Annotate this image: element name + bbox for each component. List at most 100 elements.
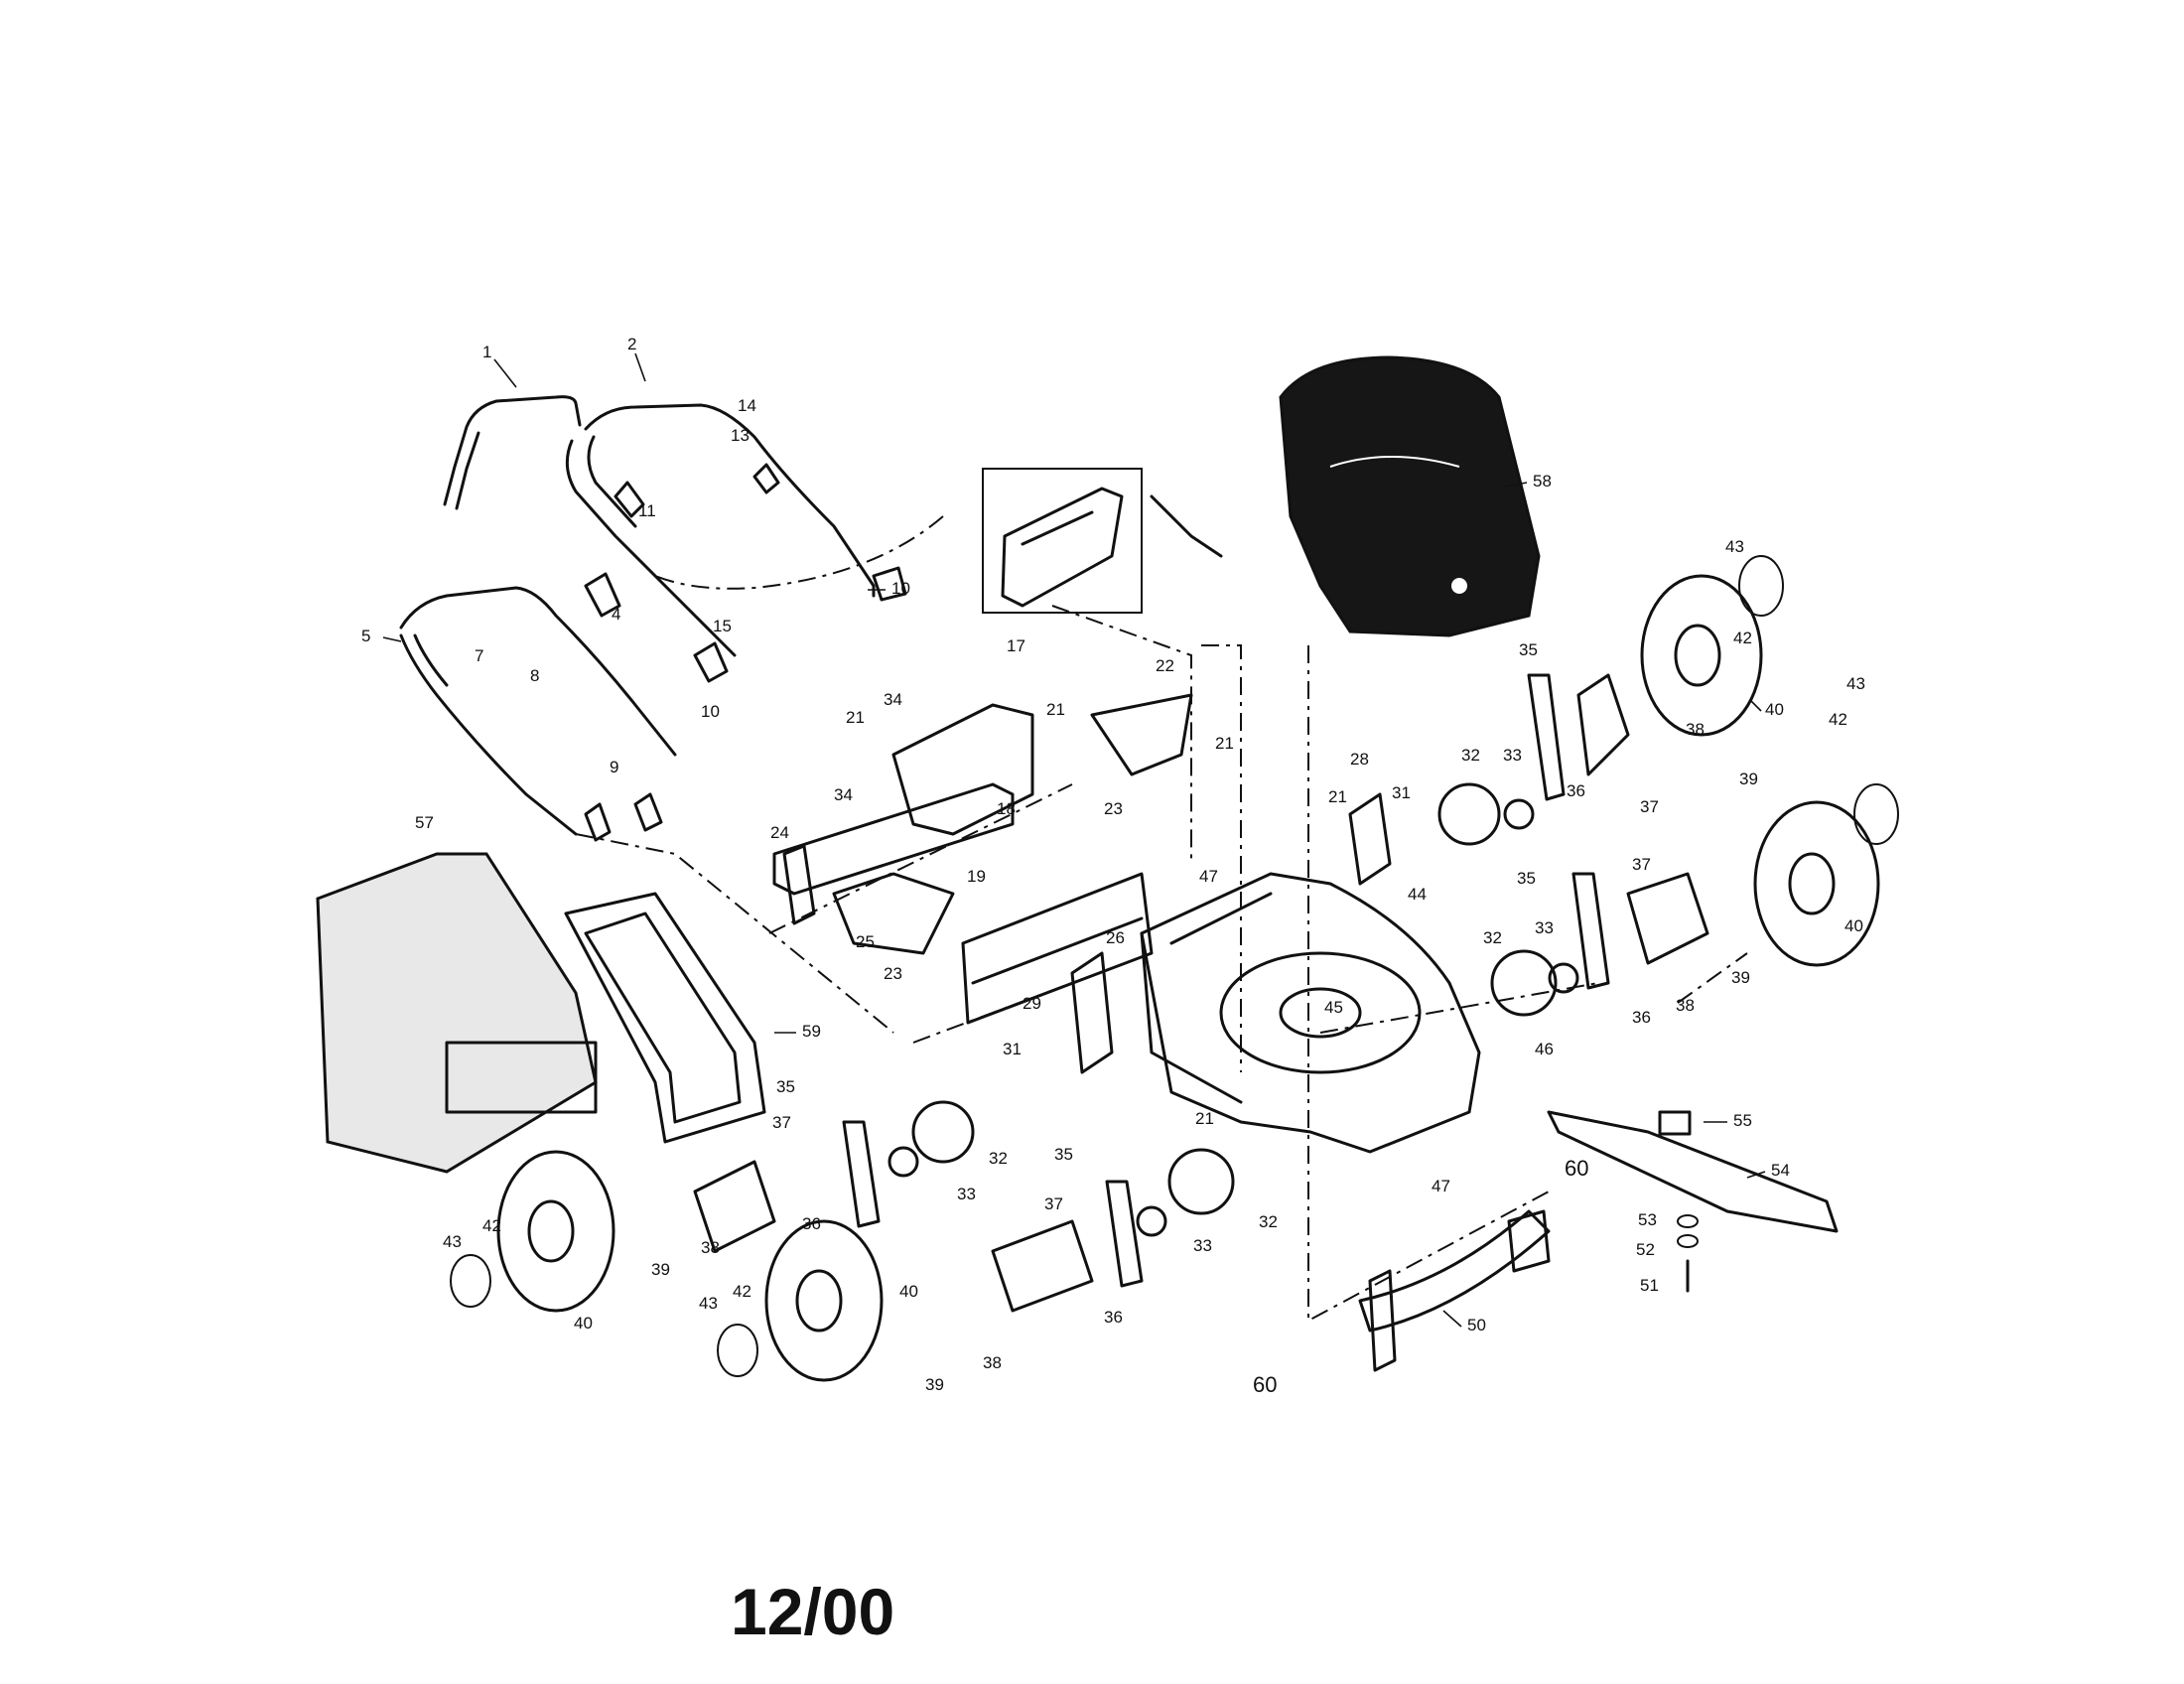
callout-26: 26 [1106, 928, 1125, 947]
callout-7: 7 [475, 646, 483, 665]
chute-and-frame-parts [772, 693, 1193, 1025]
callout-40d: 40 [899, 1282, 918, 1301]
callout-43d: 43 [699, 1294, 718, 1313]
part-lower-handle [399, 586, 677, 836]
callout-51: 51 [1640, 1276, 1659, 1295]
callout-40c: 40 [574, 1314, 593, 1333]
callout-28: 28 [1350, 750, 1369, 769]
callout-39c: 39 [651, 1260, 670, 1279]
callout-40b: 40 [1844, 916, 1863, 935]
callout-31b: 31 [1003, 1040, 1022, 1058]
callout-52: 52 [1636, 1240, 1655, 1259]
callout-37c: 37 [772, 1113, 791, 1132]
callout-10a: 10 [891, 579, 910, 598]
callout-21b: 21 [1046, 700, 1065, 719]
callout-53: 53 [1638, 1210, 1657, 1229]
part-58-engine [1279, 355, 1541, 637]
callout-38c: 38 [701, 1238, 720, 1257]
part-50-baffle [1358, 1209, 1551, 1372]
gears [887, 782, 1579, 1237]
callout-58: 58 [1533, 472, 1552, 491]
callout-38a: 38 [1686, 720, 1705, 739]
part-1-control-bar [443, 395, 582, 510]
callout-23a: 23 [1104, 799, 1123, 818]
mower-deck [1140, 872, 1481, 1154]
callout-33d: 33 [1193, 1236, 1212, 1255]
callout-5: 5 [361, 627, 370, 645]
blade-assembly [1547, 1110, 1839, 1293]
callout-19: 19 [967, 867, 986, 886]
callout-39b: 39 [1731, 968, 1750, 987]
callout-35c: 35 [776, 1077, 795, 1096]
callout-37a: 37 [1640, 797, 1659, 816]
callout-34a: 34 [884, 690, 902, 709]
callout-22: 22 [1156, 656, 1174, 675]
callout-11: 11 [638, 501, 656, 520]
callout-21c: 21 [1215, 734, 1234, 753]
callout-42b: 42 [1829, 710, 1847, 729]
assembly-lines [575, 515, 1748, 1323]
callout-50: 50 [1467, 1316, 1486, 1334]
wheels [450, 555, 1899, 1382]
callout-labels: 1 2 14 13 11 10 15 4 5 7 8 10 9 17 58 43… [361, 335, 1865, 1397]
callout-38b: 38 [1676, 996, 1695, 1015]
callout-36c: 36 [802, 1214, 821, 1233]
callout-45: 45 [1324, 998, 1343, 1017]
callout-21d: 21 [1328, 787, 1347, 806]
callout-35d: 35 [1054, 1145, 1073, 1164]
callout-32d: 32 [1259, 1212, 1278, 1231]
callout-9: 9 [610, 758, 618, 776]
callout-40a: 40 [1765, 700, 1784, 719]
callout-34b: 34 [834, 785, 853, 804]
callout-47b: 47 [1432, 1177, 1450, 1195]
callout-1: 1 [482, 343, 491, 361]
wheel-rear-left [717, 1219, 884, 1382]
callout-13: 13 [731, 426, 750, 445]
callout-32b: 32 [1483, 928, 1502, 947]
callout-42a: 42 [1733, 629, 1752, 647]
part-17-control-box [982, 468, 1223, 614]
callout-55: 55 [1733, 1111, 1752, 1130]
callout-32a: 32 [1461, 746, 1480, 765]
callout-21a: 21 [846, 708, 865, 727]
callout-24: 24 [770, 823, 789, 842]
callout-33a: 33 [1503, 746, 1522, 765]
callout-25: 25 [856, 932, 875, 951]
callout-2: 2 [627, 335, 636, 353]
callout-4: 4 [612, 605, 620, 624]
height-adjusters [693, 673, 1709, 1313]
callout-60a: 60 [1565, 1156, 1588, 1181]
callout-32c: 32 [989, 1149, 1008, 1168]
callout-23b: 23 [884, 964, 902, 983]
wheel-rear-right [1753, 783, 1899, 967]
callout-43b: 43 [1846, 674, 1865, 693]
callout-43c: 43 [443, 1232, 462, 1251]
callout-39d: 39 [925, 1375, 944, 1394]
callout-8: 8 [530, 666, 539, 685]
callout-35b: 35 [1517, 869, 1536, 888]
wheel-front-left [450, 1150, 615, 1313]
callout-15: 15 [713, 617, 732, 635]
handle-brackets [584, 463, 907, 842]
callout-18: 18 [997, 799, 1016, 818]
callout-36b: 36 [1632, 1008, 1651, 1027]
part-57-grass-bag [316, 852, 598, 1174]
callout-42c: 42 [482, 1216, 501, 1235]
diagram-date: 12/00 [731, 1575, 894, 1648]
callout-17: 17 [1007, 636, 1025, 655]
callout-42d: 42 [733, 1282, 751, 1301]
callout-37d: 37 [1044, 1194, 1063, 1213]
callout-36d: 36 [1104, 1308, 1123, 1327]
callout-38d: 38 [983, 1353, 1002, 1372]
callout-14: 14 [738, 396, 756, 415]
callout-33c: 33 [957, 1185, 976, 1203]
callout-31a: 31 [1392, 783, 1411, 802]
callout-57: 57 [415, 813, 434, 832]
callout-59: 59 [802, 1022, 821, 1041]
callout-29: 29 [1023, 994, 1041, 1013]
wheel-front-right [1640, 555, 1784, 737]
callout-46: 46 [1535, 1040, 1554, 1058]
callout-35a: 35 [1519, 640, 1538, 659]
callout-10b: 10 [701, 702, 720, 721]
